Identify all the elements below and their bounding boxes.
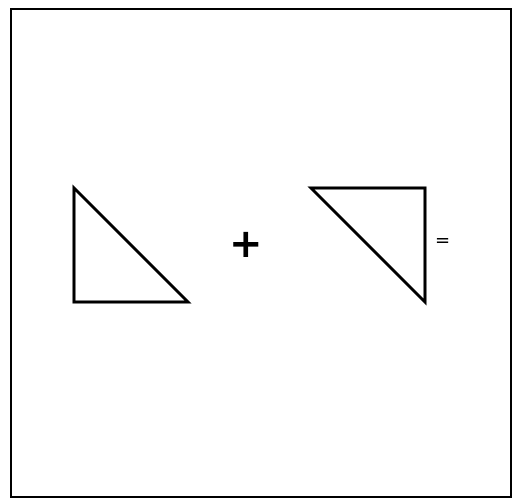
left-triangle-icon [72,184,192,304]
right-triangle-shape [307,186,427,306]
plus-sign: + [229,221,263,267]
right-triangle-icon [307,186,427,306]
equals-sign: = [435,230,451,251]
left-triangle-shape [72,184,192,304]
